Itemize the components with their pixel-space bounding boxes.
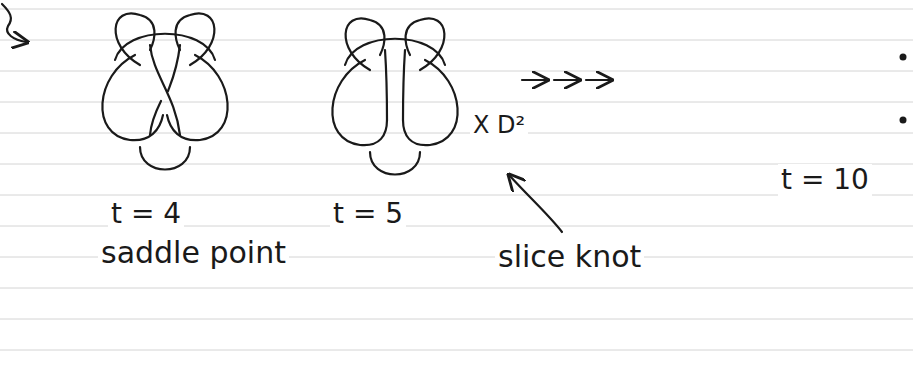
flow-arrow <box>554 79 578 81</box>
dot <box>900 54 907 61</box>
saddle-knot <box>102 13 227 169</box>
time-label: t = 4 <box>108 198 184 230</box>
flow-arrow <box>522 79 546 81</box>
time-label: t = 5 <box>330 198 406 230</box>
margin-arrow <box>2 4 26 42</box>
note-text: saddle point <box>98 236 289 271</box>
flow-arrow <box>586 79 610 81</box>
product-label: X D² <box>470 112 528 140</box>
time-label: t = 10 <box>778 164 872 196</box>
dot <box>900 117 907 124</box>
note-text: slice knot <box>495 240 644 275</box>
slice-knot-drawing <box>332 18 457 174</box>
leader-arrow <box>510 176 562 232</box>
